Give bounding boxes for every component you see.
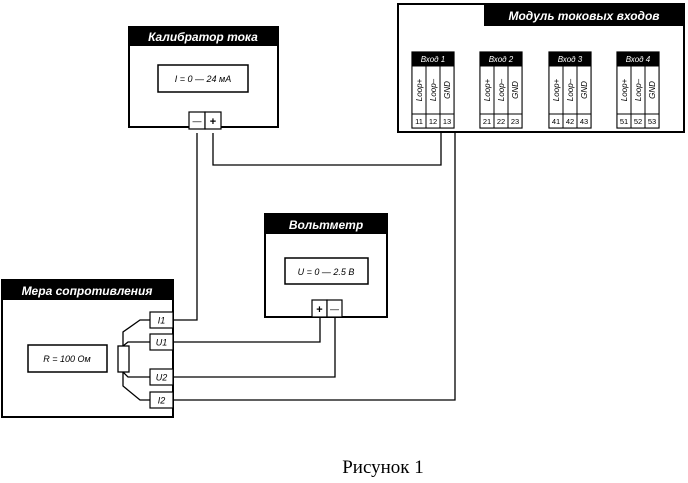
internal-wire-u1 <box>122 341 150 347</box>
wire-voltmeter-minus-to-u2 <box>173 318 336 378</box>
pin-label: Loop+ <box>415 78 424 101</box>
figure-caption: Рисунок 1 <box>342 457 424 478</box>
voltmeter-value: U = 0 — 2.5 В <box>298 267 355 277</box>
pin-number: 43 <box>580 117 588 126</box>
internal-wire-i2 <box>122 372 150 401</box>
calibrator-header <box>129 27 278 46</box>
wire-calibrator-minus-to-i1 <box>173 133 198 321</box>
pin-label: Loop+ <box>552 78 561 101</box>
resistor-symbol <box>117 345 130 373</box>
pin-label: Loop– <box>429 78 438 101</box>
terminal-i1[interactable] <box>149 311 174 329</box>
pin-label: GND <box>511 81 520 99</box>
input-block-title: Вход 4 <box>626 55 651 64</box>
calibrator-value: I = 0 — 24 мА <box>175 74 231 84</box>
voltmeter-plus-label: + <box>316 304 322 316</box>
resistor-title: Мера сопротивления <box>22 284 153 298</box>
terminal-i2-label: I2 <box>158 396 166 406</box>
input-block-title: Вход 2 <box>489 55 514 64</box>
resistor-value: R = 100 Ом <box>43 354 90 364</box>
wire-calibrator-plus-to-loop-minus <box>212 131 442 166</box>
pin-number: 11 <box>415 117 423 126</box>
pin-number: 52 <box>634 117 642 126</box>
input-block-header <box>617 52 659 66</box>
pin-terminal[interactable] <box>507 113 523 129</box>
pin-terminal[interactable] <box>644 113 660 129</box>
terminal-u2-label: U2 <box>156 373 168 383</box>
module-input-1: Вход 1 Loop+ 11 Loop– 12 GND 13 <box>411 51 455 129</box>
calibrator-minus-label: — <box>192 116 203 126</box>
voltmeter-title: Вольтметр <box>289 218 363 232</box>
pin-number: 12 <box>429 117 437 126</box>
pin-label: GND <box>648 81 657 99</box>
pin-number: 23 <box>511 117 519 126</box>
module-inputs: Вход 1 Loop+ 11 Loop– 12 GND 13 Вход 2 Loop+ 21 Lo… <box>411 51 660 129</box>
pin-terminal[interactable] <box>576 113 592 129</box>
module-input-3: Вход 3 Loop+ 41 Loop– 42 GND 43 <box>548 51 592 129</box>
pin-label: GND <box>580 81 589 99</box>
input-block-header <box>480 52 522 66</box>
pin-label: Loop– <box>634 78 643 101</box>
pin-number: 41 <box>552 117 560 126</box>
pin-number: 42 <box>566 117 574 126</box>
wires <box>173 131 456 401</box>
input-block-title: Вход 1 <box>421 55 446 64</box>
calibrator-plus-label: + <box>210 116 216 128</box>
internal-wire-i1 <box>122 319 150 346</box>
current-input-module: Модуль токовых входов Вход 1 Loop+ 11 Loop–… <box>397 3 685 133</box>
voltmeter: Вольтметр U = 0 — 2.5 В + — <box>264 213 388 318</box>
voltmeter-minus-label: — <box>329 304 340 314</box>
pin-label: Loop– <box>497 78 506 101</box>
input-block-header <box>549 52 591 66</box>
calibrator-display <box>157 64 249 93</box>
input-block-title: Вход 3 <box>558 55 583 64</box>
voltmeter-minus-terminal[interactable] <box>326 299 343 318</box>
pin-number: 53 <box>648 117 656 126</box>
resistor-header <box>2 280 173 300</box>
wire-gnd-to-i2 <box>173 131 456 401</box>
voltmeter-display <box>284 257 369 285</box>
module-title: Модуль токовых входов <box>508 9 659 23</box>
pin-label: Loop+ <box>483 78 492 101</box>
current-calibrator: Калибратор тока I = 0 — 24 мА — + <box>128 26 279 130</box>
internal-wire-u2 <box>122 371 150 378</box>
input-block-header <box>412 52 454 66</box>
module-input-4: Вход 4 Loop+ 51 Loop– 52 GND 53 <box>616 51 660 129</box>
terminal-i1-label: I1 <box>158 316 166 326</box>
pin-terminal[interactable] <box>439 113 455 129</box>
voltmeter-header <box>265 214 387 234</box>
terminal-u1-label: U1 <box>156 338 168 348</box>
pin-label: GND <box>443 81 452 99</box>
terminal-u1[interactable] <box>149 333 174 351</box>
terminal-u2[interactable] <box>149 368 174 386</box>
pin-number: 13 <box>443 117 451 126</box>
terminal-i2[interactable] <box>149 391 174 409</box>
resistance-standard: Мера сопротивления R = 100 Ом I1 U1 U2 I… <box>1 279 174 418</box>
module-input-2: Вход 2 Loop+ 21 Loop– 22 GND 23 <box>479 51 523 129</box>
pin-number: 51 <box>620 117 628 126</box>
resistor-display <box>27 344 108 373</box>
module-header <box>484 4 684 26</box>
pin-label: Loop+ <box>620 78 629 101</box>
wire-voltmeter-plus-to-u1 <box>173 318 321 343</box>
calibrator-title: Калибратор тока <box>148 30 258 44</box>
pin-number: 21 <box>483 117 491 126</box>
calibrator-plus-terminal[interactable] <box>204 111 222 130</box>
pin-number: 22 <box>497 117 505 126</box>
pin-label: Loop– <box>566 78 575 101</box>
